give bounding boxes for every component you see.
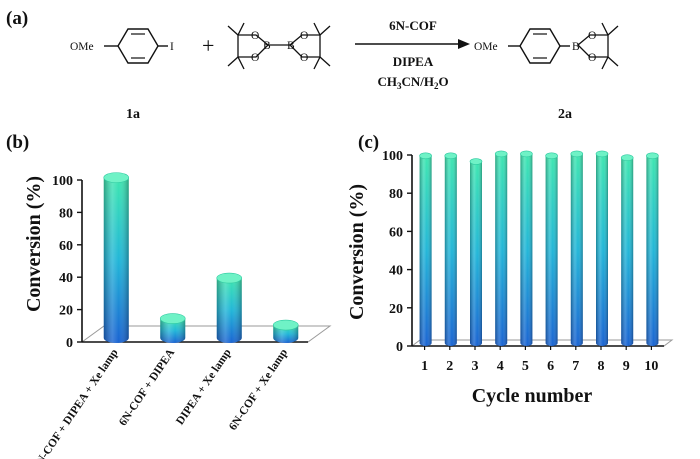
panel-label-b: (b): [6, 132, 29, 153]
x-tick-label: 1: [421, 359, 428, 374]
reactant-iodine-label: I: [170, 41, 174, 53]
product-ome-label: OMe: [474, 41, 498, 53]
x-category-label: DIPEA + Xe lamp: [174, 347, 234, 427]
x-tick-label: 9: [623, 359, 630, 374]
bar-top-cap: [444, 152, 458, 160]
bar: [646, 152, 659, 346]
bar: [520, 150, 533, 346]
bar: [419, 152, 432, 346]
bar-shading: [570, 153, 583, 346]
oxygen-atom-1: O: [251, 30, 259, 42]
x-tick-label: 3: [472, 359, 479, 374]
y-tick-label: 60: [59, 239, 73, 254]
bar: [469, 158, 483, 346]
bar-shading: [470, 161, 482, 346]
oxygen-atom-4: O: [300, 52, 308, 64]
x-tick-label: 6: [547, 359, 554, 374]
boron-atom-left: B: [263, 40, 271, 52]
bar-shading: [495, 153, 508, 346]
y-tick-label: 0: [396, 340, 403, 355]
reaction-arrow-head: [458, 39, 470, 49]
base-label: DIPEA: [393, 54, 434, 69]
bar-top-cap: [494, 150, 508, 158]
x-tick-label: 10: [644, 359, 658, 374]
bar: [494, 150, 508, 346]
chart-c: 0 20 40 60 80 100 1 2 3 4 5 6 7 8 9 10: [382, 149, 674, 374]
bar: [570, 150, 584, 346]
product-oxygen-atom-1: O: [588, 30, 596, 42]
reactant-1a-structure: OMe I: [70, 28, 174, 64]
bar-top-cap: [646, 152, 659, 160]
bar-shading: [103, 177, 129, 343]
boron-atom-right: B: [287, 40, 295, 52]
bar-top-cap: [570, 150, 584, 158]
y-tick-label: 20: [59, 304, 73, 319]
bar: [159, 313, 186, 343]
oxygen-atom-2: O: [251, 52, 259, 64]
bar: [620, 154, 634, 346]
product-boron-atom: B: [572, 41, 580, 53]
chart-b-y-axis-title: Conversion (%): [23, 176, 45, 312]
x-category-label: 6N-COF + Xe lamp: [227, 347, 290, 433]
y-tick-label: 80: [389, 187, 403, 202]
x-category-label: 6N-COF + DIPEA + Xe lamp: [31, 347, 121, 459]
x-tick-label: 4: [497, 359, 504, 374]
bar-top-cap: [520, 150, 533, 158]
bar-shading: [646, 155, 659, 346]
bar-shading: [444, 155, 457, 346]
bar-top-cap: [545, 152, 558, 160]
x-tick-label: 5: [522, 359, 529, 374]
oxygen-atom-3: O: [300, 30, 308, 42]
bar-shading: [216, 278, 242, 343]
product-oxygen-atom-2: O: [588, 52, 596, 64]
y-tick-label: 100: [52, 174, 73, 189]
plus-sign: +: [202, 33, 214, 58]
y-tick-label: 0: [66, 336, 73, 351]
bar: [216, 272, 243, 343]
bar: [545, 152, 558, 346]
bar-top-cap: [595, 150, 609, 158]
x-tick-label: 2: [446, 359, 453, 374]
reactant-ome-label: OMe: [70, 41, 94, 53]
compound-2a-label: 2a: [558, 107, 572, 122]
bar-shading: [621, 157, 634, 346]
bar: [595, 150, 609, 346]
y-tick-label: 20: [389, 302, 403, 317]
catalyst-label: 6N-COF: [389, 18, 437, 33]
bar-top-cap: [159, 313, 186, 324]
y-tick-label: 80: [59, 206, 73, 221]
b2pin2-structure: [227, 22, 331, 70]
bar: [103, 172, 130, 343]
bar-shading: [419, 155, 432, 346]
y-tick-label: 40: [389, 264, 403, 279]
bar-top-cap: [469, 158, 483, 165]
panel-label-c: (c): [358, 132, 379, 153]
compound-1a-label: 1a: [126, 107, 140, 122]
x-category-label: 6N-COF + DIPEA: [117, 346, 178, 428]
product-2a-structure: OMe: [474, 22, 619, 70]
bar-shading: [596, 153, 608, 346]
bar-top-cap: [103, 172, 130, 183]
y-tick-label: 100: [382, 149, 403, 164]
chart-c-x-axis-title: Cycle number: [472, 385, 593, 407]
bar-shading: [545, 155, 558, 346]
bar-top-cap: [216, 272, 243, 284]
y-tick-label: 60: [389, 225, 403, 240]
bar: [272, 319, 299, 343]
bar-shading: [520, 153, 533, 346]
bar-shading: [160, 318, 186, 343]
bar-top-cap: [272, 319, 299, 331]
solvent-label: CH3CN/H2O: [377, 74, 448, 91]
bar: [444, 152, 458, 346]
chart-c-y-axis-title: Conversion (%): [346, 184, 368, 320]
bar-top-cap: [419, 152, 432, 160]
panel-label-a: (a): [6, 8, 28, 29]
x-tick-label: 7: [572, 359, 579, 374]
bar-top-cap: [620, 154, 634, 162]
x-tick-label: 8: [598, 359, 605, 374]
y-tick-label: 40: [59, 271, 73, 286]
